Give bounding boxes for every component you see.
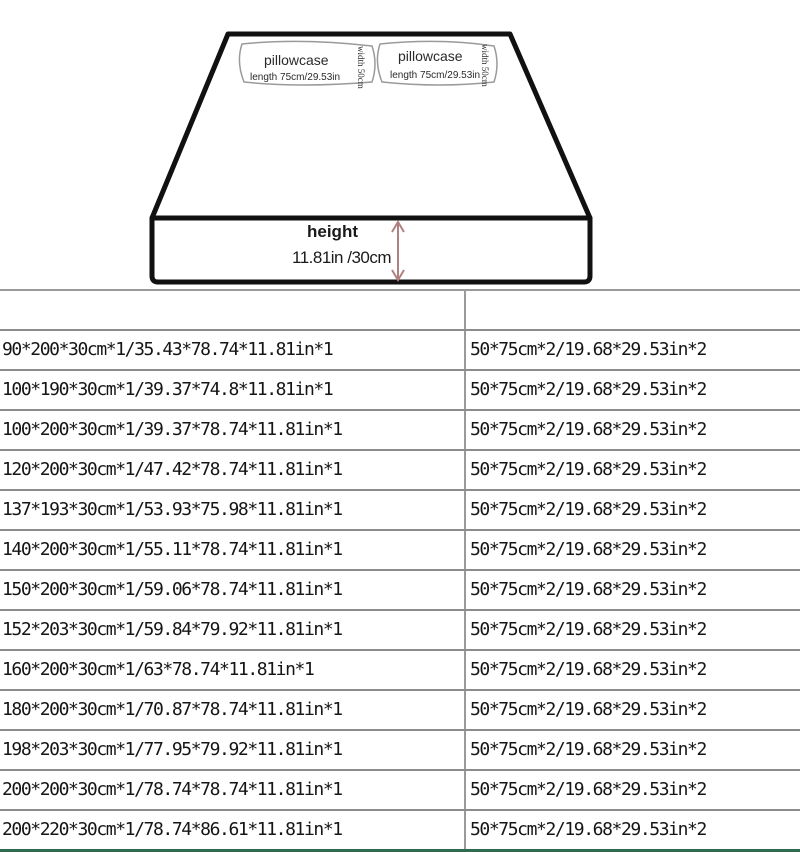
height-label: height <box>307 222 358 241</box>
pillowcase-size-cell: 50*75cm*2/19.68*29.53in*2 <box>465 450 800 491</box>
mattress-size-cell: 198*203*30cm*1/77.95*79.92*11.81in*1 <box>0 730 466 771</box>
table-header-cell <box>0 289 466 331</box>
table-header-row <box>0 289 800 331</box>
mattress-side-band <box>149 215 593 285</box>
pillowcase-2-length: length 75cm/29.53in <box>390 70 481 81</box>
pillowcase-size-cell: 50*75cm*2/19.68*29.53in*2 <box>465 370 800 411</box>
pillowcase-size-cell: 50*75cm*2/19.68*29.53in*2 <box>465 330 800 371</box>
pillowcase-1-width: width 50cm <box>356 46 366 89</box>
pillowcase-size-cell: 50*75cm*2/19.68*29.53in*2 <box>465 730 800 771</box>
pillowcase-1-title: pillowcase <box>264 52 329 68</box>
height-value: 11.81in /30cm <box>292 248 392 267</box>
pillowcase-size-cell: 50*75cm*2/19.68*29.53in*2 <box>465 570 800 611</box>
mattress-diagram: pillowcase length 75cm/29.53in width 50c… <box>0 0 800 290</box>
pillow-left-shape <box>238 40 376 86</box>
mattress-size-cell: 137*193*30cm*1/53.93*75.98*11.81in*1 <box>0 490 466 531</box>
mattress-size-cell: 90*200*30cm*1/35.43*78.74*11.81in*1 <box>0 330 466 371</box>
pillowcase-size-cell: 50*75cm*2/19.68*29.53in*2 <box>465 770 800 811</box>
pillowcase-size-cell: 50*75cm*2/19.68*29.53in*2 <box>465 530 800 571</box>
mattress-size-cell: 160*200*30cm*1/63*78.74*11.81in*1 <box>0 650 466 691</box>
mattress-size-cell: 152*203*30cm*1/59.84*79.92*11.81in*1 <box>0 610 466 651</box>
pillowcase-size-cell: 50*75cm*2/19.68*29.53in*2 <box>465 490 800 531</box>
pillowcase-2-title: pillowcase <box>398 48 463 64</box>
mattress-size-cell: 120*200*30cm*1/47.42*78.74*11.81in*1 <box>0 450 466 491</box>
pillowcase-size-cell: 50*75cm*2/19.68*29.53in*2 <box>465 650 800 691</box>
mattress-size-cell: 200*200*30cm*1/78.74*78.74*11.81in*1 <box>0 770 466 811</box>
mattress-size-cell: 100*190*30cm*1/39.37*74.8*11.81in*1 <box>0 370 466 411</box>
pillowcase-size-cell: 50*75cm*2/19.68*29.53in*2 <box>465 410 800 451</box>
pillowcase-size-cell: 50*75cm*2/19.68*29.53in*2 <box>465 610 800 651</box>
pillowcase-1-length: length 75cm/29.53in <box>250 72 341 83</box>
pillowcase-size-cell: 50*75cm*2/19.68*29.53in*2 <box>465 810 800 852</box>
mattress-outline <box>149 31 593 285</box>
mattress-size-cell: 140*200*30cm*1/55.11*78.74*11.81in*1 <box>0 530 466 571</box>
pillow-right-shape <box>376 40 498 86</box>
height-arrow <box>391 220 405 282</box>
mattress-size-cell: 200*220*30cm*1/78.74*86.61*11.81in*1 <box>0 810 466 852</box>
pillowcase-size-cell: 50*75cm*2/19.68*29.53in*2 <box>465 690 800 731</box>
table-header-cell <box>465 289 800 331</box>
mattress-size-cell: 150*200*30cm*1/59.06*78.74*11.81in*1 <box>0 570 466 611</box>
pillowcase-2-width: width 50cm <box>480 44 490 87</box>
mattress-size-cell: 100*200*30cm*1/39.37*78.74*11.81in*1 <box>0 410 466 451</box>
mattress-size-cell: 180*200*30cm*1/70.87*78.74*11.81in*1 <box>0 690 466 731</box>
